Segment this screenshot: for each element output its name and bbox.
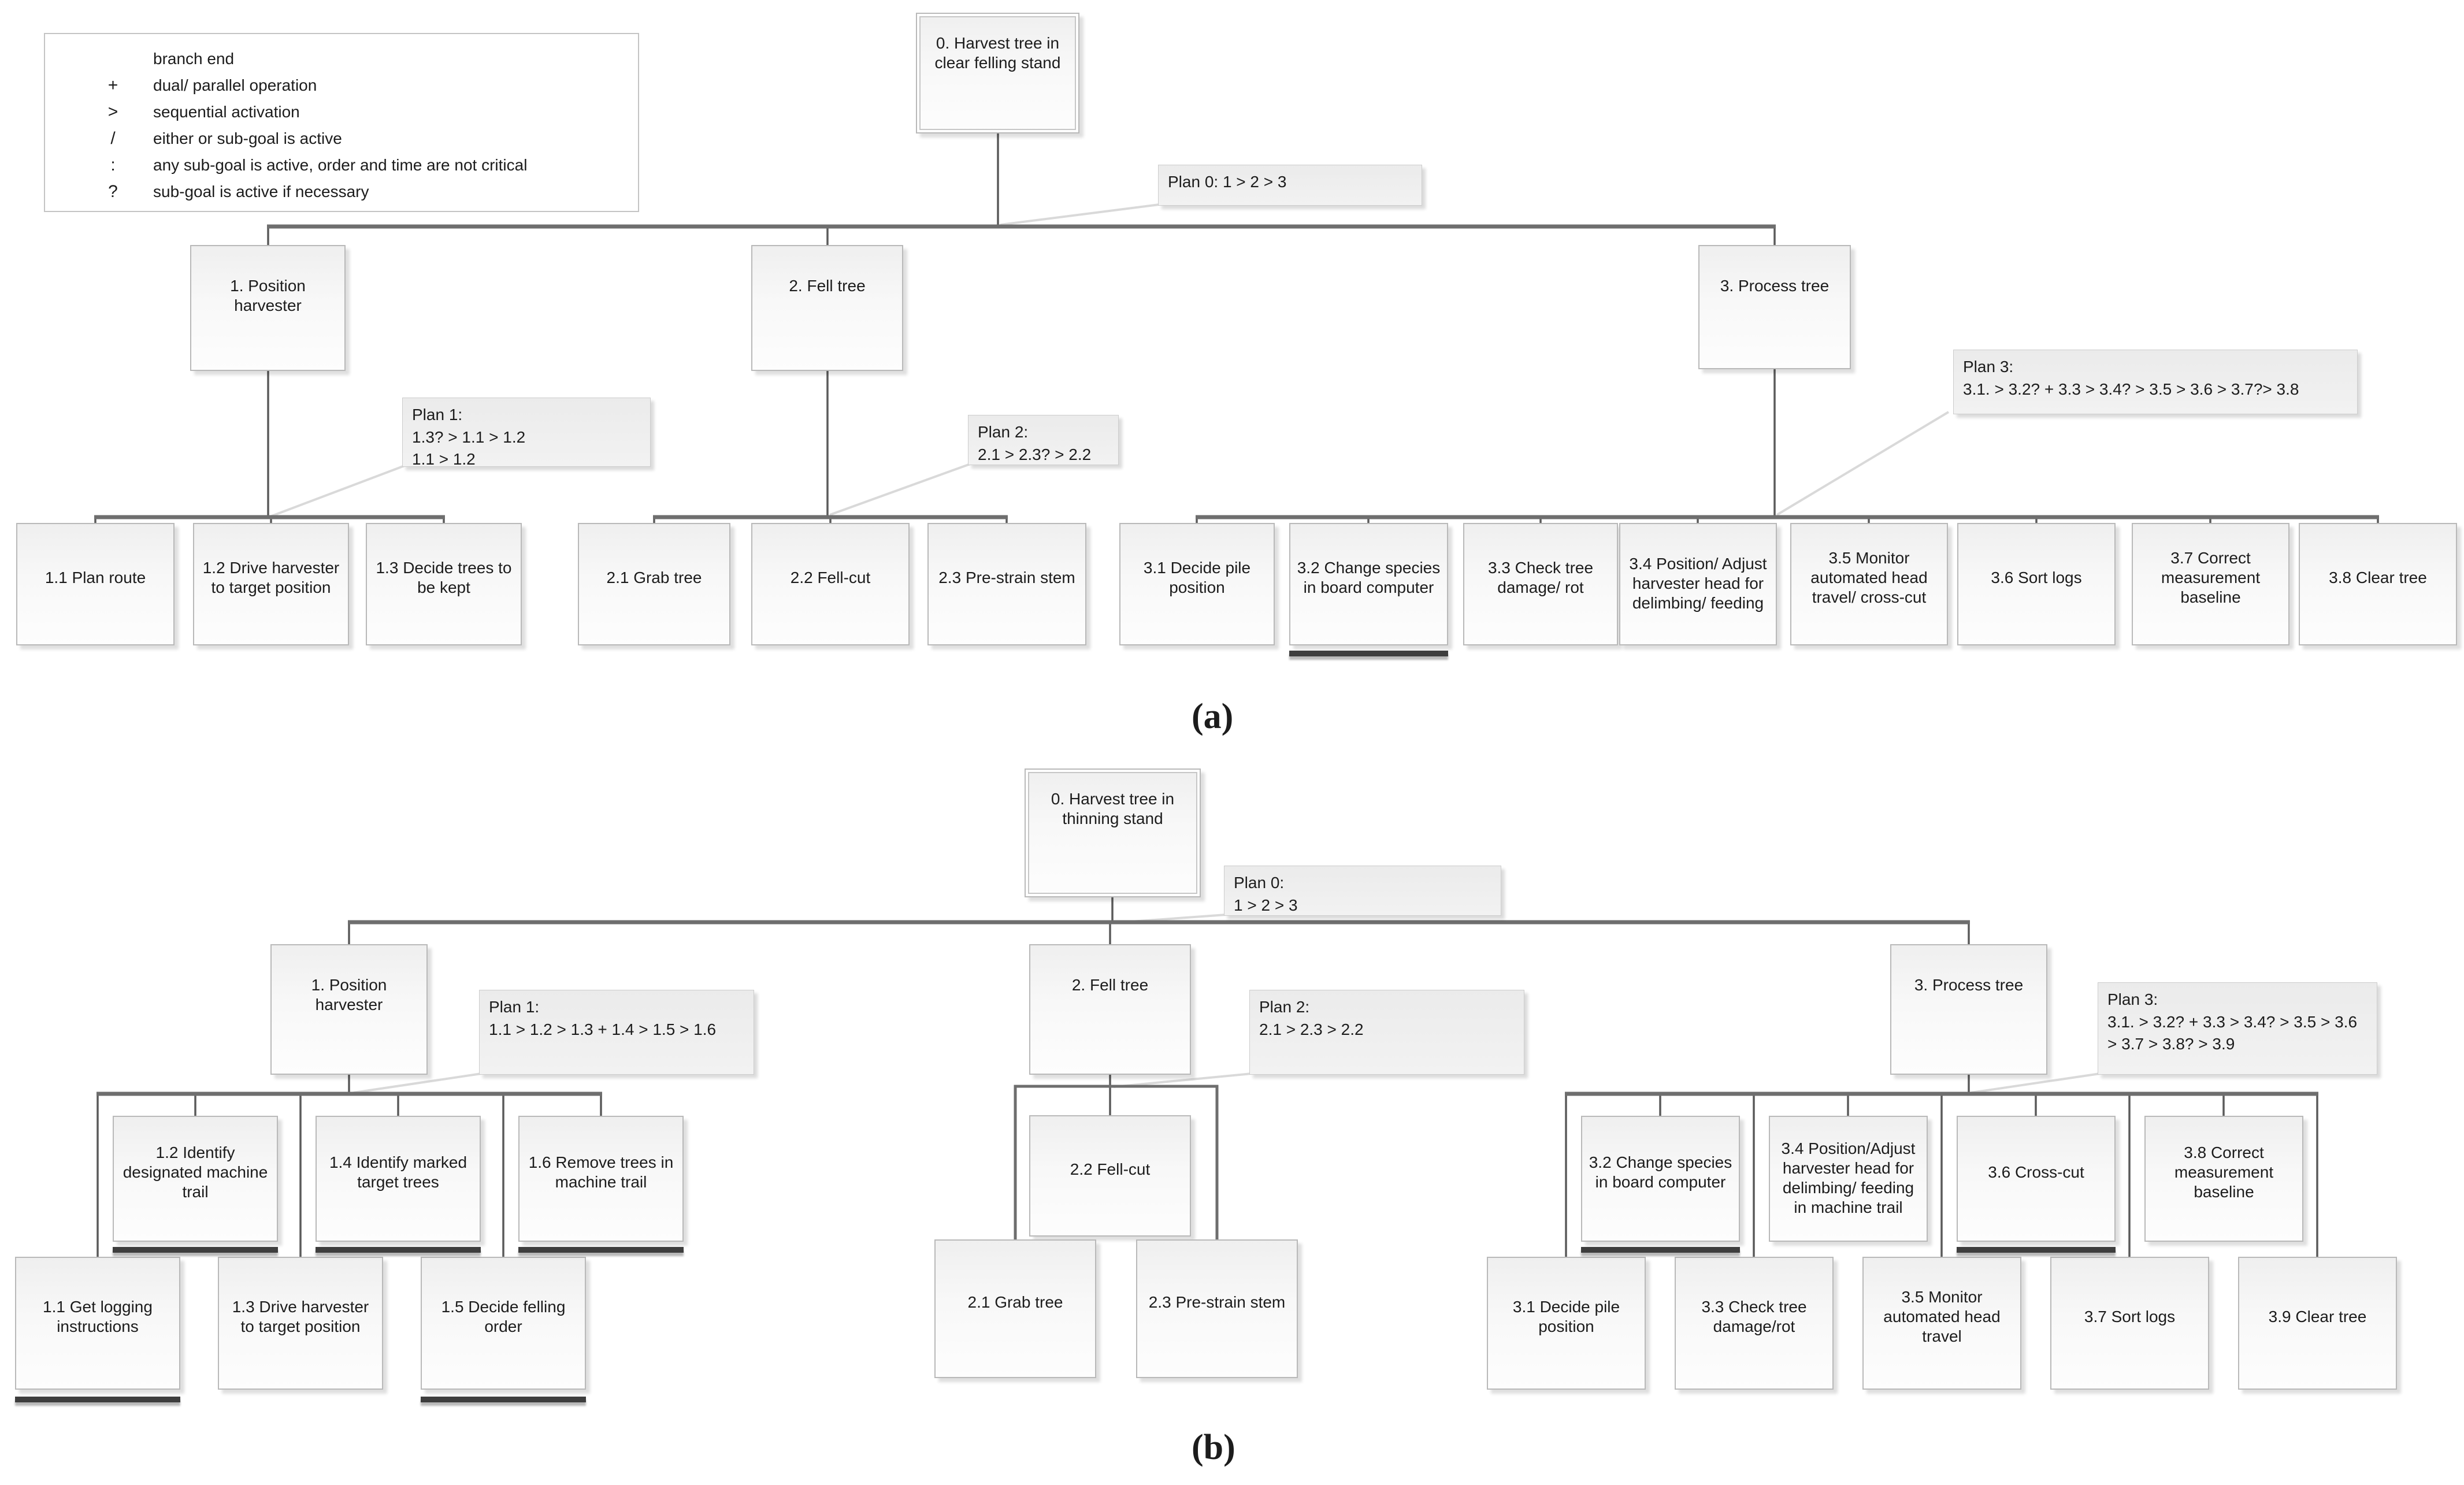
task-box-a-3-5: 3.5 Monitor automated head travel/ cross… [1790,523,1948,645]
task-box-b-3-8: 3.8 Correct measurement baseline [2144,1116,2303,1242]
branch-end-marker [1957,1247,2116,1253]
legend-label: sub-goal is active if necessary [153,183,369,201]
slash-symbol: / [110,129,116,148]
task-box-a-1-3: 1.3 Decide trees to be kept [366,523,522,645]
task-box-a-2-1: 2.1 Grab tree [578,523,730,645]
task-box-a-3-3: 3.3 Check tree damage/ rot [1463,523,1618,645]
legend-item-branch-end: branch end [80,46,632,72]
task-box-b-3-6: 3.6 Cross-cut [1957,1116,2116,1242]
caption-a: (a) [1192,697,1234,736]
task-box-b-3: 3. Process tree [1890,944,2047,1075]
plan-box-b-0: Plan 0: 1 > 2 > 3 [1224,866,1501,916]
plan-box-b-1: Plan 1: 1.1 > 1.2 > 1.3 + 1.4 > 1.5 > 1.… [479,990,754,1075]
task-box-a-2-3: 2.3 Pre-strain stem [927,523,1086,645]
task-box-b-2: 2. Fell tree [1029,944,1191,1075]
task-box-b-1-2: 1.2 Identify designated machine trail [113,1116,278,1242]
task-box-a-1-1: 1.1 Plan route [16,523,175,645]
plan-box-b-2: Plan 2: 2.1 > 2.3 > 2.2 [1249,990,1524,1075]
task-box-a-1: 1. Position harvester [190,245,346,371]
task-box-b-3-7: 3.7 Sort logs [2050,1257,2209,1390]
task-box-b-1-4: 1.4 Identify marked target trees [316,1116,481,1242]
branch-end-marker [1581,1247,1740,1253]
plan-box-a-3: Plan 3: 3.1. > 3.2? + 3.3 > 3.4? > 3.5 >… [1953,350,2358,414]
plan-pointer-lines [271,203,2101,1094]
task-box-a-3-7: 3.7 Correct measurement baseline [2132,523,2289,645]
legend-label: any sub-goal is active, order and time a… [153,156,528,174]
branch-end-marker [421,1397,586,1402]
plan-box-a-2: Plan 2: 2.1 > 2.3? > 2.2 [968,415,1119,465]
plan-box-b-3: Plan 3: 3.1. > 3.2? + 3.3 > 3.4? > 3.5 >… [2098,982,2377,1075]
task-box-a-3-1: 3.1 Decide pile position [1119,523,1275,645]
greater-than-symbol: > [107,102,118,121]
caption-b: (b) [1192,1428,1235,1467]
legend-label: either or sub-goal is active [153,129,342,147]
colon-symbol: : [110,155,116,175]
legend-item-parallel: + dual/ parallel operation [80,72,632,99]
task-box-b-1-5: 1.5 Decide felling order [421,1257,586,1390]
tree-branch-lines [94,133,2379,1258]
task-box-b-0-root: 0. Harvest tree in thinning stand [1025,769,1201,897]
task-box-b-3-9: 3.9 Clear tree [2238,1257,2397,1390]
task-box-b-3-3: 3.3 Check tree damage/rot [1675,1257,1834,1390]
legend-item-if-necessary: ? sub-goal is active if necessary [80,179,632,205]
branch-end-marker [518,1247,684,1253]
task-box-b-3-5: 3.5 Monitor automated head travel [1862,1257,2021,1390]
plan-box-a-0: Plan 0: 1 > 2 > 3 [1158,165,1422,206]
task-box-a-1-2: 1.2 Drive harvester to target position [193,523,349,645]
task-box-b-1-6: 1.6 Remove trees in machine trail [518,1116,684,1242]
task-box-a-3-6: 3.6 Sort logs [1957,523,2116,645]
task-box-a-3: 3. Process tree [1698,245,1851,369]
legend: branch end + dual/ parallel operation > … [44,33,639,212]
legend-label: branch end [153,50,235,68]
task-box-a-3-4: 3.4 Position/ Adjust harvester head for … [1619,523,1777,645]
tree-bus-lines [94,224,2379,1241]
question-symbol: ? [108,182,118,201]
branch-end-marker [316,1247,481,1253]
plan-box-a-1: Plan 1: 1.3? > 1.1 > 1.2 1.1 > 1.2 [402,398,651,468]
branch-end-marker [113,1247,278,1253]
legend-item-sequential: > sequential activation [80,99,632,125]
task-box-b-3-4: 3.4 Position/Adjust harvester head for d… [1769,1116,1928,1242]
task-box-b-3-2: 3.2 Change species in board computer [1581,1116,1740,1242]
task-box-b-1-1: 1.1 Get logging instructions [15,1257,180,1390]
branch-end-marker [15,1397,180,1402]
task-box-a-3-2: 3.2 Change species in board computer [1289,523,1448,645]
task-box-b-2-3: 2.3 Pre-strain stem [1136,1239,1298,1378]
legend-label: dual/ parallel operation [153,76,317,94]
task-box-a-3-8: 3.8 Clear tree [2299,523,2457,645]
task-box-b-3-1: 3.1 Decide pile position [1487,1257,1646,1390]
task-box-b-1-3: 1.3 Drive harvester to target position [218,1257,383,1390]
legend-item-any-subgoal: : any sub-goal is active, order and time… [80,152,632,179]
task-box-b-2-1: 2.1 Grab tree [934,1239,1096,1378]
task-box-b-2-2: 2.2 Fell-cut [1029,1115,1191,1237]
task-box-a-2-2: 2.2 Fell-cut [751,523,910,645]
task-box-a-2: 2. Fell tree [751,245,903,371]
branch-end-marker [1289,651,1448,656]
legend-item-either-or: / either or sub-goal is active [80,125,632,152]
task-box-a-0-root: 0. Harvest tree in clear felling stand [916,13,1079,133]
plus-symbol: + [107,76,118,95]
task-box-b-1: 1. Position harvester [270,944,428,1075]
legend-label: sequential activation [153,103,300,121]
